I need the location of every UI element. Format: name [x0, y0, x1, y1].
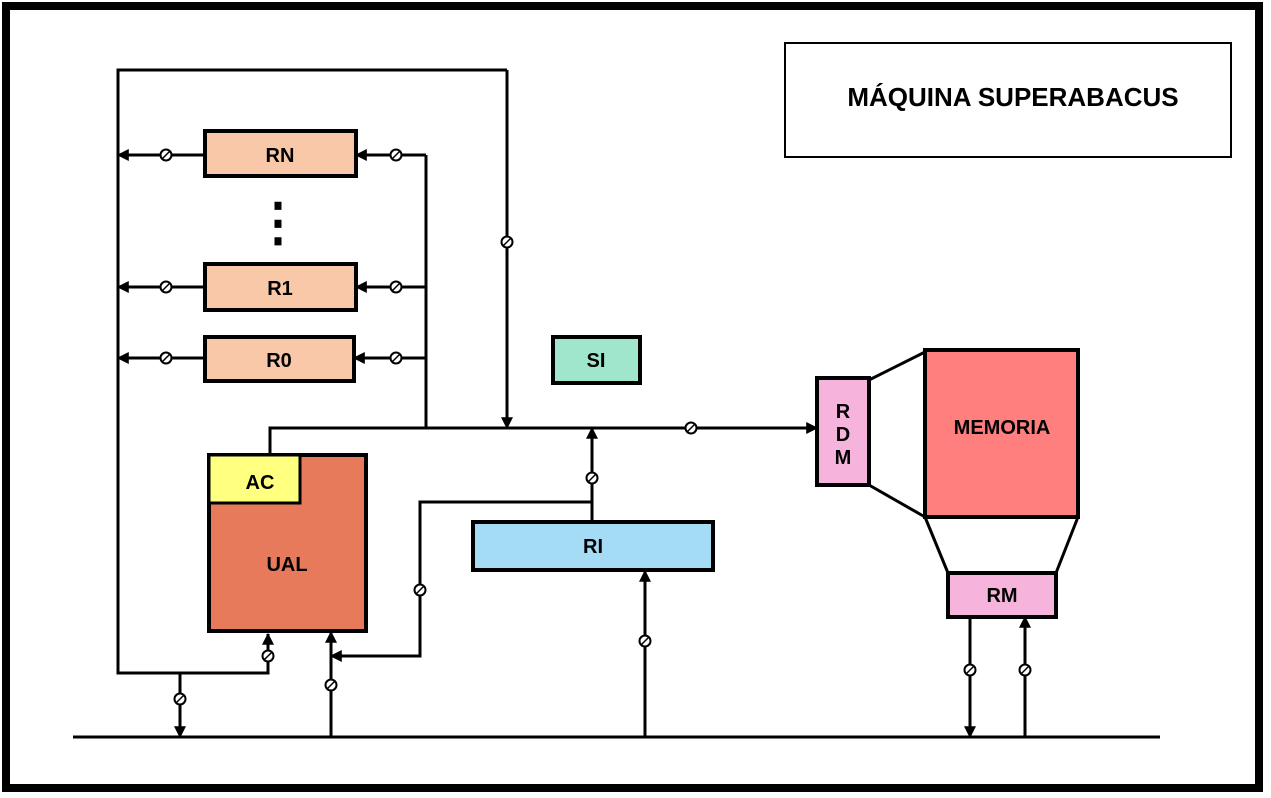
gate [413, 583, 427, 597]
rm-label: RM [986, 585, 1017, 607]
gate [585, 471, 599, 485]
gate [324, 678, 338, 692]
rm-box [946, 571, 1058, 619]
gate [389, 351, 403, 365]
diagram-title: MÁQUINA SUPERABACUS [847, 82, 1178, 112]
rdm-label-letter: M [835, 447, 852, 469]
rdm-register: R D M [815, 376, 871, 487]
wiring [73, 68, 1160, 739]
register-r0: R0 [203, 335, 356, 383]
rm-register: RM [946, 571, 1058, 619]
register-rn-label: RN [266, 145, 295, 167]
ri-box [471, 520, 715, 572]
register-r1: R1 [203, 262, 358, 312]
register-rn-box [203, 129, 358, 178]
ri-to-ual [329, 500, 592, 662]
rdm-memoria-link [868, 350, 926, 519]
si-box [551, 335, 642, 385]
register-rn: RN [203, 129, 358, 178]
rdm-box [815, 376, 871, 487]
gate [1018, 663, 1032, 677]
rdm-label-letter: R [836, 401, 851, 423]
ri-label: RI [583, 536, 603, 558]
si-label: SI [587, 350, 606, 372]
register-r1-box [203, 262, 358, 312]
gate [159, 351, 173, 365]
memoria-unit: MEMORIA [923, 348, 1080, 519]
memoria-label: MEMORIA [954, 417, 1051, 439]
gate [261, 649, 275, 663]
gate [638, 634, 652, 648]
gate [389, 280, 403, 294]
gate [500, 235, 514, 249]
title-box [784, 42, 1232, 158]
ual-unit: AC UAL [207, 453, 368, 633]
gate [159, 148, 173, 162]
register-ellipsis: ⋮ [252, 194, 304, 252]
ac-box [207, 453, 302, 505]
si-register: SI [551, 335, 642, 385]
gate [963, 663, 977, 677]
ri-register: RI [471, 520, 715, 572]
register-r0-box [203, 335, 356, 383]
gate [684, 421, 698, 435]
gate [389, 148, 403, 162]
memoria-box [923, 348, 1080, 519]
gate [159, 280, 173, 294]
ac-label: AC [246, 472, 275, 494]
rdm-label-letter: D [836, 424, 850, 446]
gate [173, 692, 187, 706]
register-r0-label: R0 [266, 350, 292, 372]
memoria-rm-link [923, 516, 1080, 574]
register-r1-label: R1 [267, 278, 293, 300]
ual-label: UAL [266, 554, 307, 576]
control-gates [159, 148, 1032, 706]
main-bus [268, 422, 819, 455]
